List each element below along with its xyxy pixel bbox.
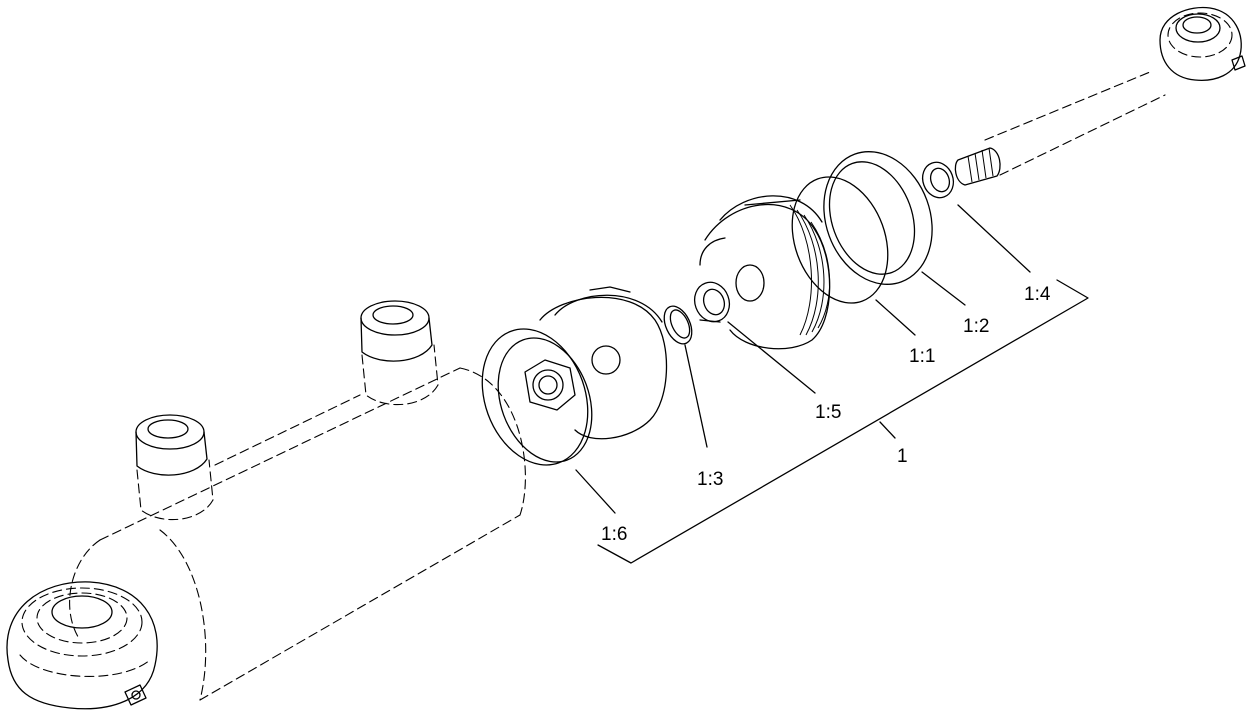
callout-labels: 1:4 1:2 1:1 1:5 1 1:3 1:6 — [601, 284, 1051, 545]
part-1-4-small-seal — [921, 161, 955, 199]
cylinder-barrel — [69, 367, 526, 701]
piston-rod — [954, 71, 1166, 186]
base-eye — [6, 581, 158, 710]
part-1-2-wiper — [823, 151, 933, 285]
label-1-3: 1:3 — [697, 469, 723, 490]
label-1-1: 1:1 — [909, 346, 935, 367]
part-1-1-seal — [791, 176, 889, 304]
gland-end-cap — [699, 195, 831, 350]
part-1-3-oring — [663, 305, 693, 345]
port-lower — [135, 414, 214, 521]
part-1-6-ring — [481, 328, 593, 466]
rod-eye — [1159, 6, 1246, 81]
port-upper — [360, 300, 439, 406]
part-1-5-bushing — [693, 281, 731, 323]
label-1-2: 1:2 — [963, 316, 989, 337]
label-1-6: 1:6 — [601, 524, 627, 545]
piston-nut — [524, 286, 668, 440]
label-1-4: 1:4 — [1024, 284, 1051, 305]
leader-lines — [575, 204, 1089, 564]
label-assembly-1: 1 — [897, 446, 908, 467]
label-1-5: 1:5 — [815, 402, 841, 423]
